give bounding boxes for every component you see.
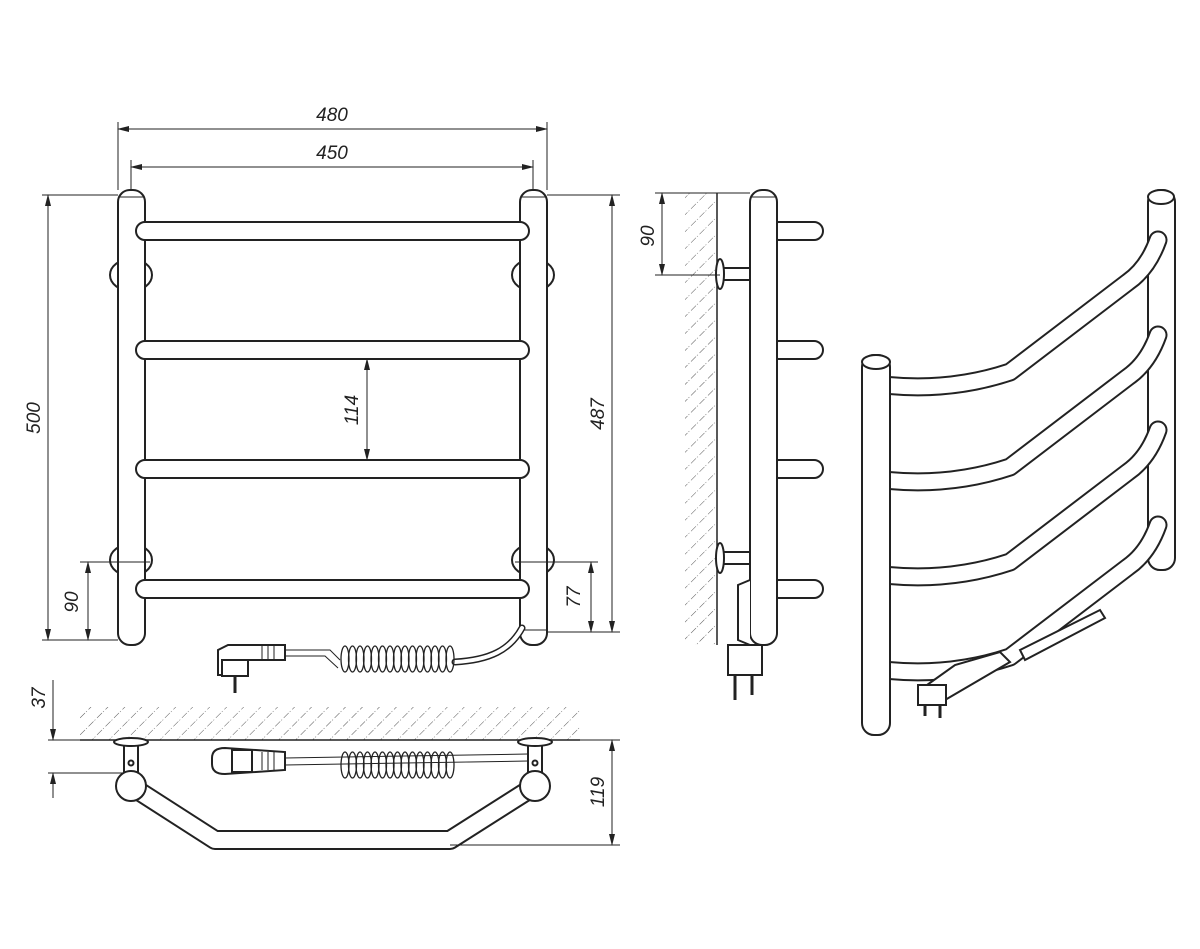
dim-depth: 119 <box>588 776 609 807</box>
left-post-top <box>115 770 147 802</box>
rails <box>135 221 530 599</box>
coil-loop <box>445 751 455 779</box>
coil-loop <box>415 645 425 673</box>
dim-overall-width: 480 <box>316 105 348 126</box>
coil-loop <box>392 645 403 673</box>
wall-hatch-side <box>685 193 717 645</box>
side-post <box>749 189 778 646</box>
coil-loop <box>437 645 448 673</box>
coil-loop <box>445 645 455 673</box>
coil-loop <box>362 751 373 779</box>
persp-left-post <box>861 354 891 736</box>
persp-rail <box>876 232 1166 395</box>
dim-wall-offset: 37 <box>29 686 50 709</box>
side-plug <box>727 579 763 700</box>
coil-loop <box>370 645 380 673</box>
coil-loop <box>355 645 365 673</box>
dim-overall-height: 500 <box>24 402 45 434</box>
coil-loop <box>422 645 433 673</box>
dim-rail-spacing: 114 <box>342 395 363 425</box>
right-post <box>519 189 548 646</box>
coil-loop <box>362 645 373 673</box>
dim-right-height: 487 <box>588 397 609 430</box>
coil-loop <box>340 645 350 673</box>
coil-loop <box>400 645 410 673</box>
wall-hatch-top <box>80 707 580 740</box>
left-post <box>117 189 146 646</box>
rail-stubs <box>769 221 824 599</box>
persp-rails <box>874 230 1168 682</box>
perspective-view <box>861 189 1176 736</box>
top-view: 37 119 <box>29 680 620 850</box>
plug-top <box>211 746 286 776</box>
persp-rail <box>876 422 1166 585</box>
power-cord <box>217 624 526 693</box>
persp-rail <box>876 327 1166 490</box>
dim-center-width: 450 <box>316 143 348 164</box>
coiled-cord <box>340 645 455 673</box>
front-dimensions <box>42 122 620 641</box>
persp-heater <box>917 608 1107 718</box>
coil-loop <box>347 751 358 779</box>
dim-left-bottom-mount: 90 <box>62 591 83 613</box>
coil-loop <box>377 645 388 673</box>
plug <box>217 644 286 693</box>
dim-side-top-mount: 90 <box>638 225 659 247</box>
front-view: 480 450 500 487 114 90 77 <box>24 105 620 693</box>
coil-loop <box>385 645 395 673</box>
coil-loop <box>355 751 365 779</box>
side-view: 90 <box>638 189 824 700</box>
top-dimensions <box>48 680 620 846</box>
coil-loop <box>370 751 380 779</box>
wall-mounts <box>109 258 555 577</box>
coil-loop <box>430 645 440 673</box>
right-post-top <box>519 770 551 802</box>
coil-loop <box>407 645 418 673</box>
coil-loop <box>347 645 358 673</box>
coiled-cord <box>340 751 455 779</box>
dim-right-bottom-mount: 77 <box>564 585 585 608</box>
coil-loop <box>340 751 350 779</box>
